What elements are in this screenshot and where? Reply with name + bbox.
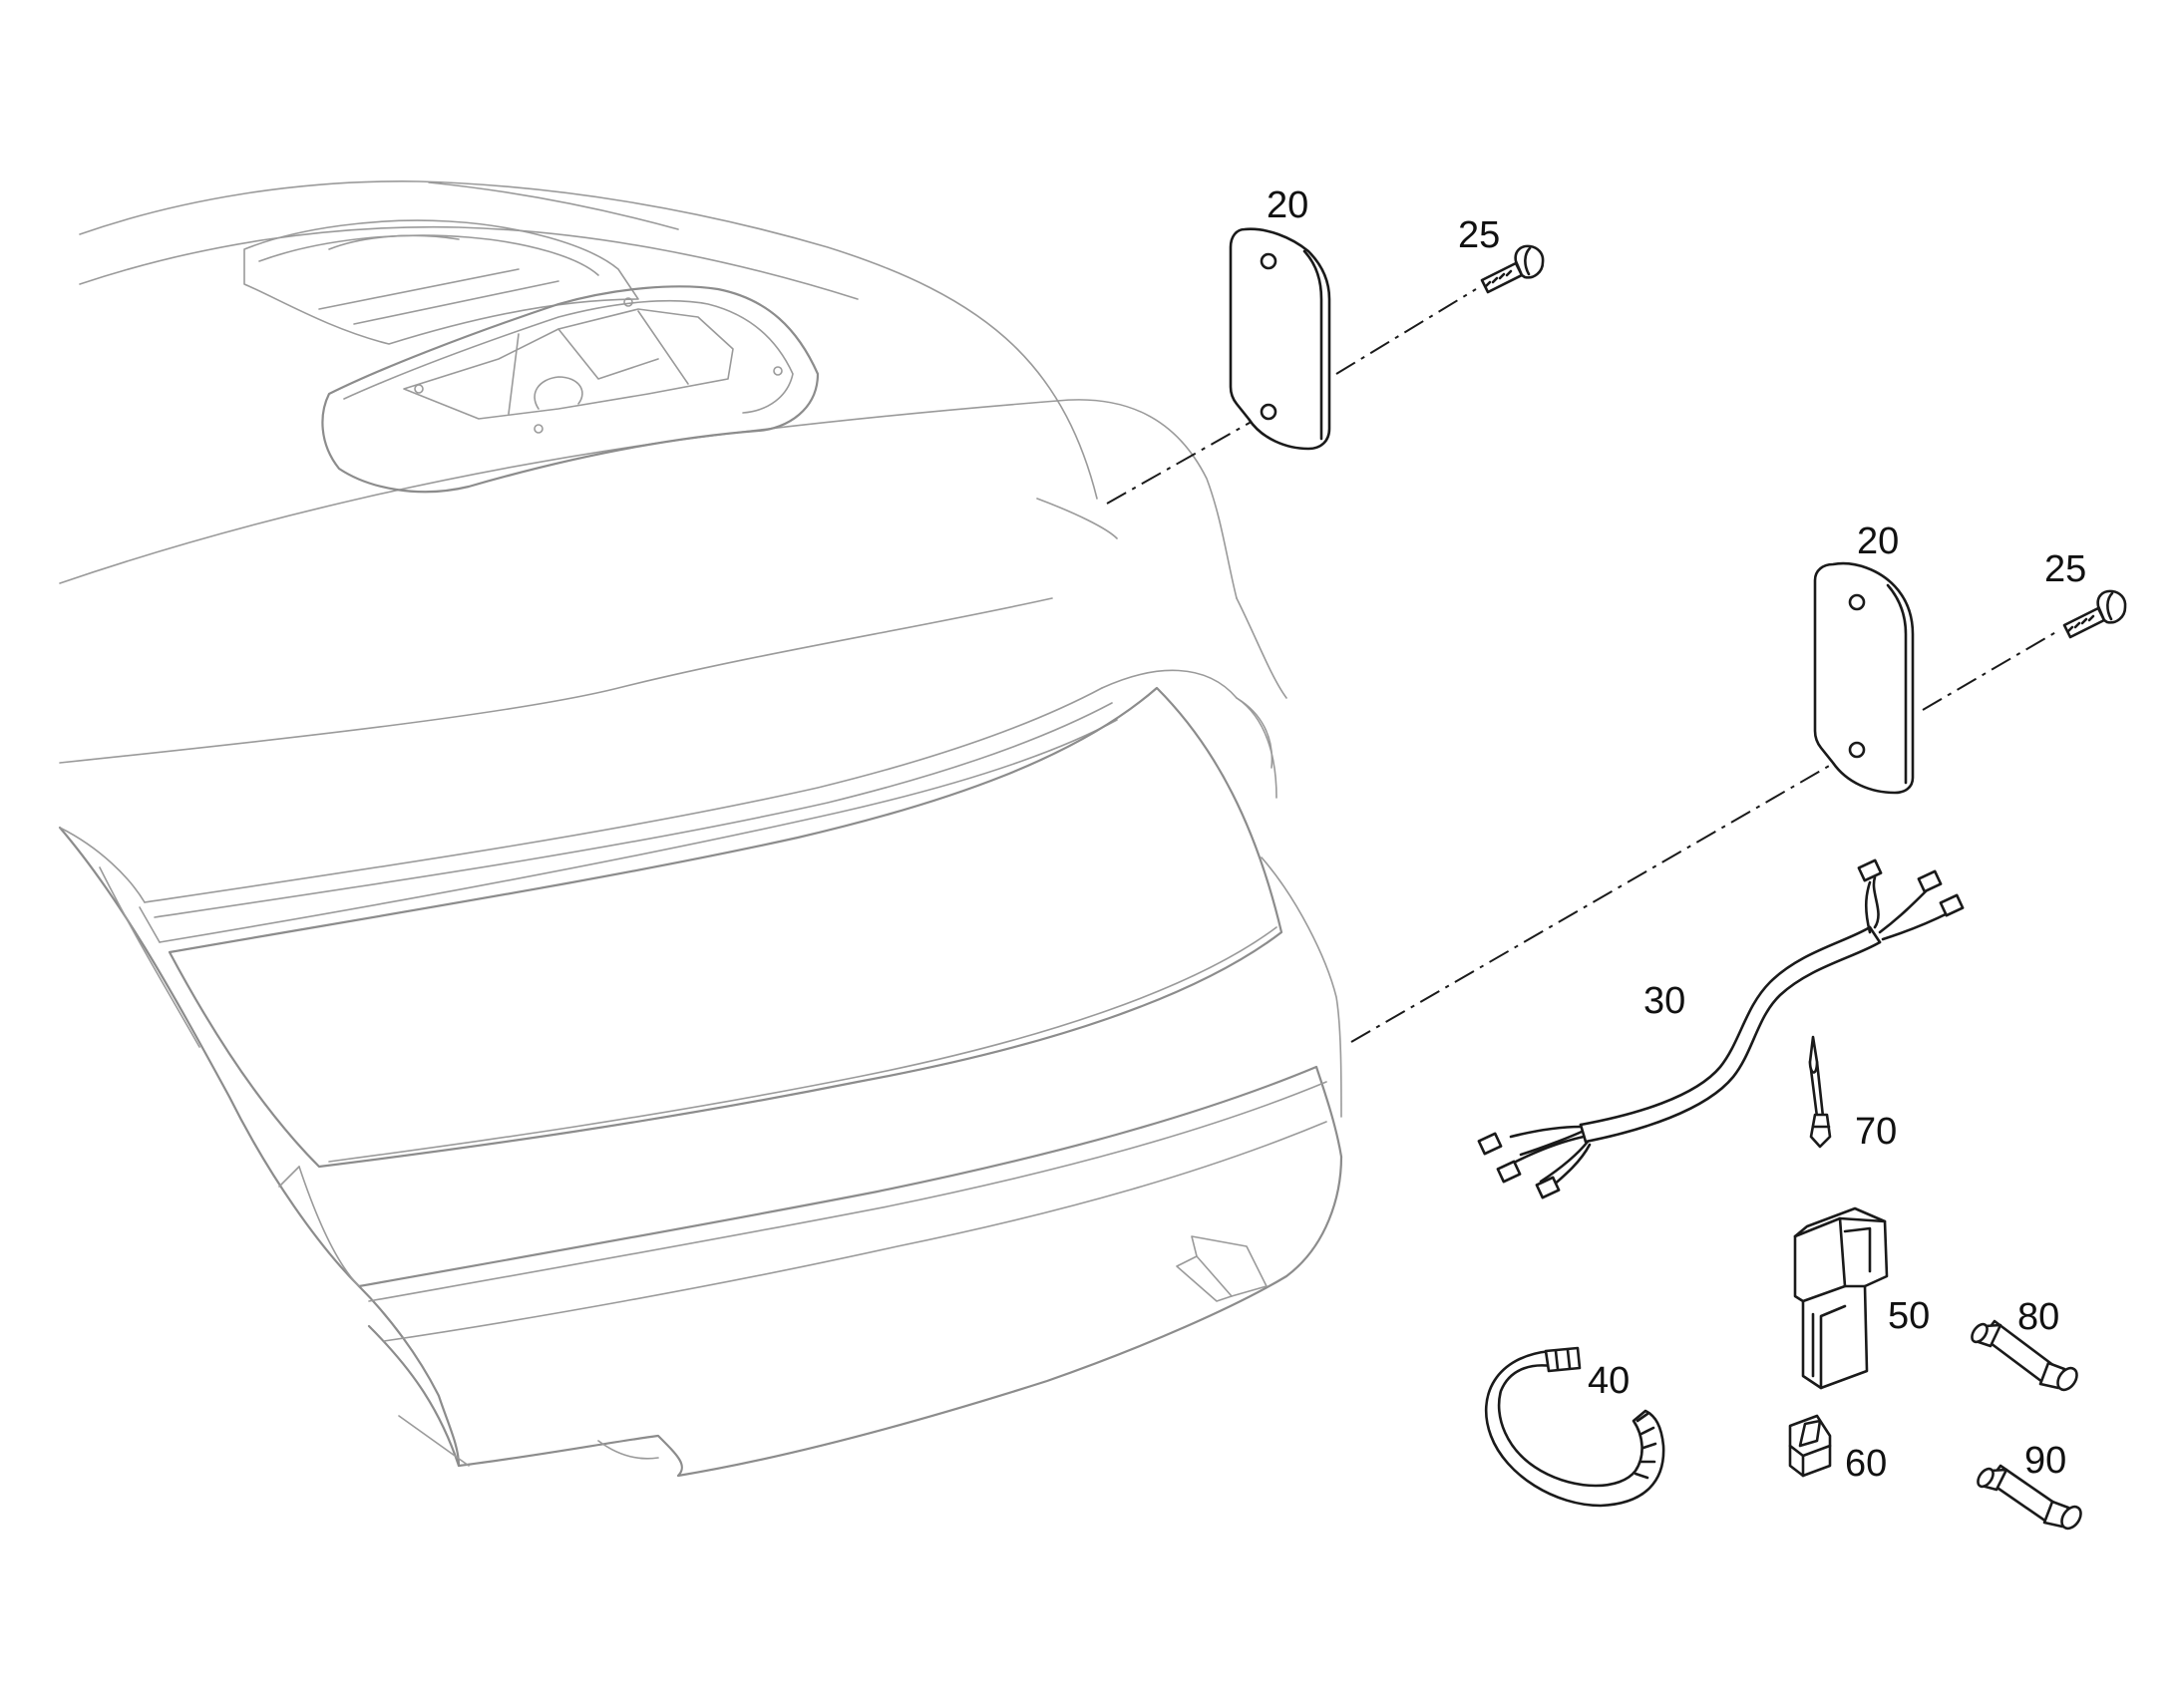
wire-harness-part-30[interactable] <box>1477 858 1965 1199</box>
terminal-pin-part-70[interactable] <box>1808 1035 1832 1149</box>
callout-60: 60 <box>1845 1443 1887 1485</box>
hood-scoop <box>243 219 820 494</box>
callout-40: 40 <box>1588 1360 1630 1402</box>
callout-20-right: 20 <box>1857 520 1899 562</box>
vehicle-hood-body <box>58 180 1343 1478</box>
callout-25-top: 25 <box>1458 214 1500 256</box>
callout-20-top: 20 <box>1267 184 1308 226</box>
callout-70: 70 <box>1855 1111 1897 1153</box>
callout-50: 50 <box>1888 1295 1930 1337</box>
fuse-part-90[interactable] <box>1975 1464 2084 1532</box>
fuse-part-80[interactable] <box>1969 1319 2080 1393</box>
wedge-lock-part-60[interactable] <box>1788 1414 1832 1478</box>
cable-tie-part-40[interactable] <box>1485 1346 1665 1508</box>
callout-80: 80 <box>2017 1296 2059 1338</box>
callout-labels: 20 25 20 25 30 70 50 80 40 60 90 <box>1267 184 2086 1485</box>
callout-25-right: 25 <box>2044 548 2086 590</box>
cover-plate-part-20-top[interactable] <box>1229 227 1331 451</box>
cover-plate-part-20-right[interactable] <box>1813 561 1915 795</box>
screw-part-25-right[interactable] <box>2062 589 2127 639</box>
callout-90: 90 <box>2024 1440 2066 1482</box>
screw-part-25-top[interactable] <box>1480 244 1545 294</box>
callout-30: 30 <box>1643 980 1685 1022</box>
connector-housing-part-50[interactable] <box>1793 1206 1889 1390</box>
leader-lines <box>1106 288 2060 1043</box>
